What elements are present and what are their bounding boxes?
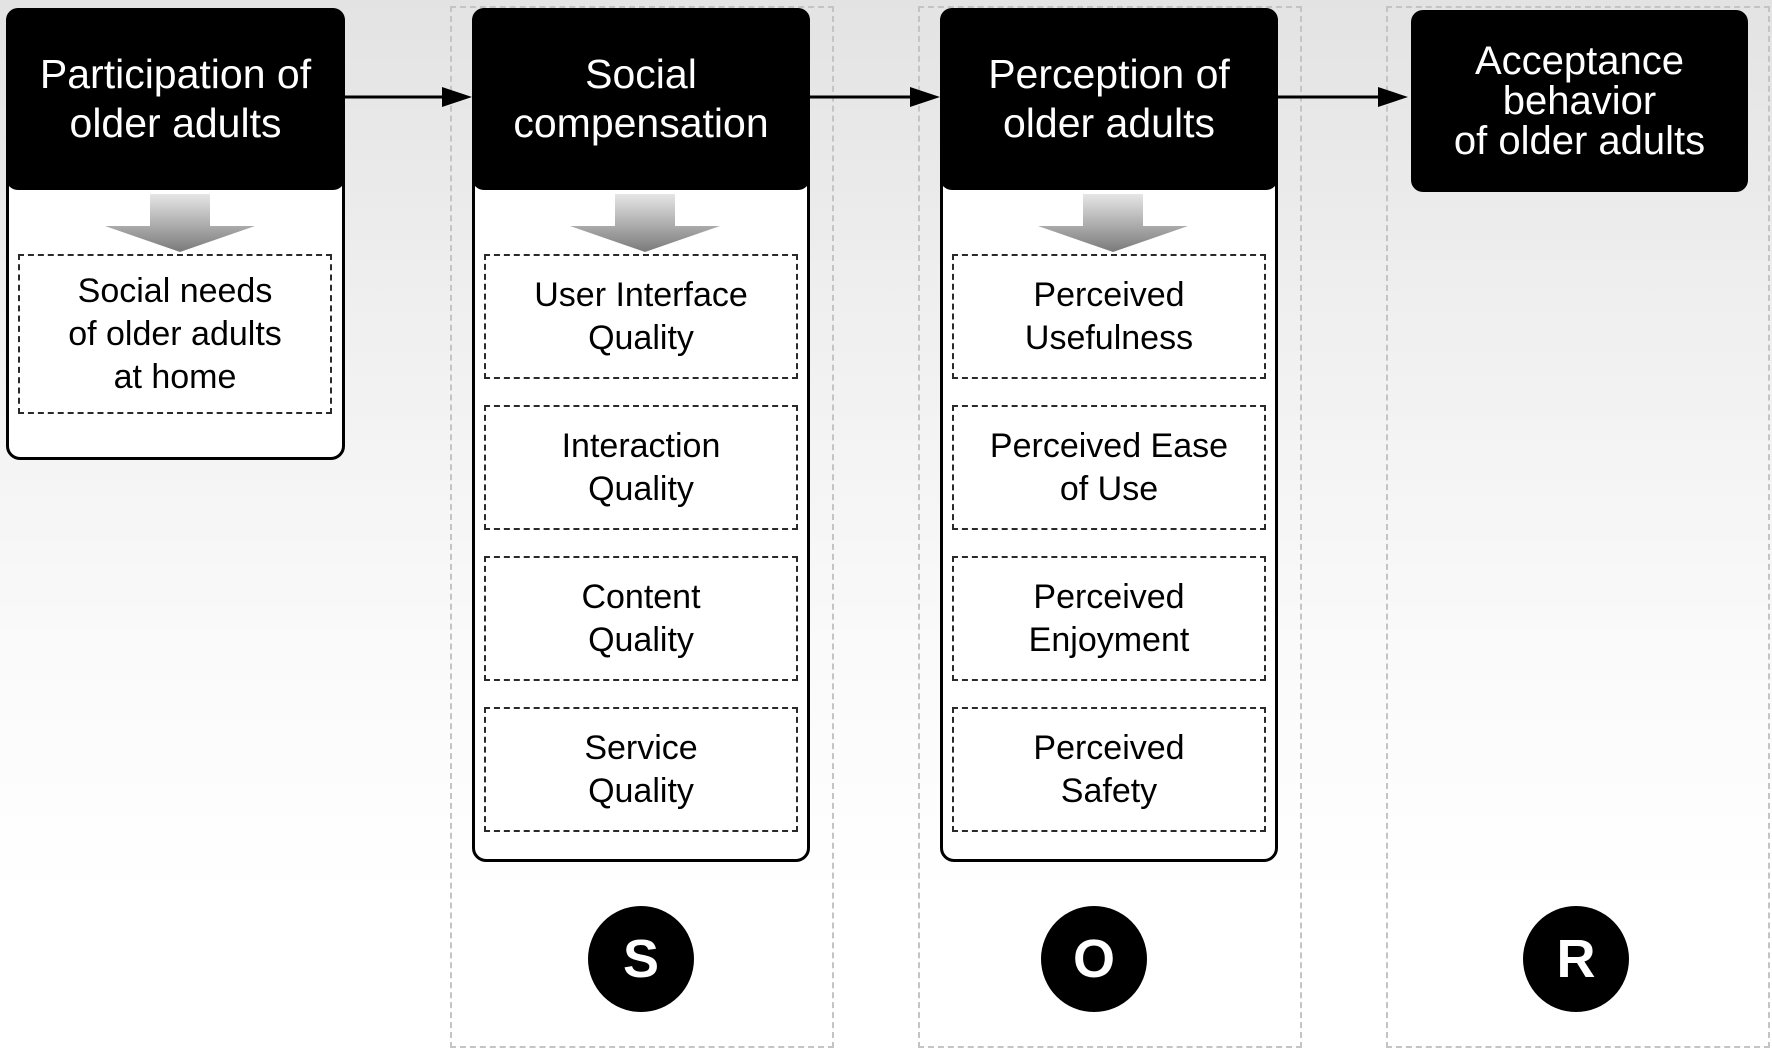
interaction-quality-box: Interaction Quality bbox=[484, 405, 798, 530]
user-interface-quality-box: User Interface Quality bbox=[484, 254, 798, 379]
down-arrow-icon bbox=[105, 194, 255, 252]
arrow-right-icon bbox=[1278, 87, 1408, 107]
perceived-safety-box: Perceived Safety bbox=[952, 707, 1266, 832]
down-arrow-icon bbox=[1038, 194, 1188, 252]
perceived-ease-of-use-box: Perceived Ease of Use bbox=[952, 405, 1266, 530]
participation-header: Participation of older adults bbox=[6, 8, 345, 190]
arrow-right-icon bbox=[810, 87, 940, 107]
content-quality-box: Content Quality bbox=[484, 556, 798, 681]
social-needs-box: Social needs of older adults at home bbox=[18, 254, 332, 414]
service-quality-box: Service Quality bbox=[484, 707, 798, 832]
acceptance-behavior-header: Acceptance behavior of older adults bbox=[1411, 10, 1748, 192]
perception-header: Perception of older adults bbox=[940, 8, 1278, 190]
perceived-enjoyment-box: Perceived Enjoyment bbox=[952, 556, 1266, 681]
stage-panel-s bbox=[450, 6, 834, 1048]
stage-panel-o bbox=[918, 6, 1302, 1048]
response-circle: R bbox=[1523, 906, 1629, 1012]
down-arrow-icon bbox=[570, 194, 720, 252]
organism-circle: O bbox=[1041, 906, 1147, 1012]
arrow-right-icon bbox=[344, 87, 472, 107]
social-compensation-header: Social compensation bbox=[472, 8, 810, 190]
stage-panel-r bbox=[1386, 6, 1770, 1048]
stimulus-circle: S bbox=[588, 906, 694, 1012]
perceived-usefulness-box: Perceived Usefulness bbox=[952, 254, 1266, 379]
